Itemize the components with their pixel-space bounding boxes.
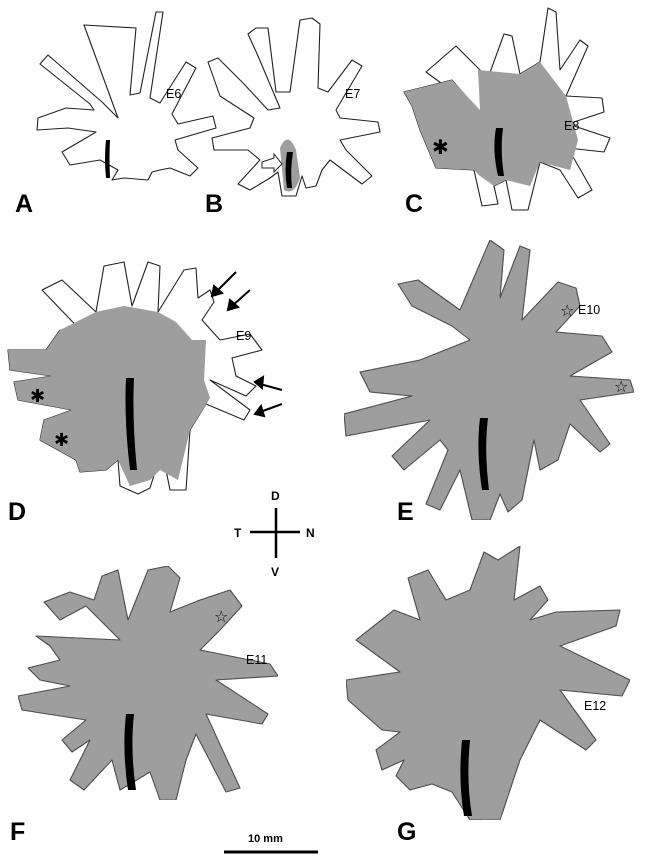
ventral-label: V <box>271 565 279 579</box>
scale-bar: 10 mm <box>224 833 318 852</box>
panel-letter-c: C <box>405 190 423 218</box>
asterisk-marker-c: ✱ <box>432 135 449 159</box>
shaded-region-c <box>404 62 578 186</box>
panel-g: E12 G <box>346 546 630 846</box>
retina-outline-a <box>37 12 216 180</box>
retina-outline-f <box>18 566 278 800</box>
star-marker-e1: ☆ <box>560 301 574 320</box>
stage-label-g: E12 <box>584 699 606 713</box>
stage-label-d: E9 <box>236 329 251 343</box>
star-marker-e2: ☆ <box>614 377 628 396</box>
stage-label-c: E8 <box>564 119 579 133</box>
panel-letter-a: A <box>15 190 33 218</box>
panel-letter-d: D <box>8 498 26 526</box>
stage-label-f: E11 <box>246 653 267 667</box>
orientation-compass: D V T N <box>234 489 315 579</box>
panel-letter-e: E <box>397 498 414 526</box>
asterisk-marker-d1: ✱ <box>30 386 45 407</box>
star-marker-f: ☆ <box>214 607 228 626</box>
panel-f: ☆ E11 F <box>10 566 278 846</box>
stage-label-e: E10 <box>578 303 600 317</box>
scale-bar-label: 10 mm <box>248 833 283 845</box>
stage-label-a: E6 <box>166 87 181 101</box>
stage-label-b: E7 <box>345 87 360 101</box>
panel-c: ✱ E8 C <box>404 8 610 218</box>
panel-b: E7 B <box>205 18 380 218</box>
panel-e: ☆ ☆ E10 E <box>344 240 634 526</box>
retina-outline-e <box>344 240 634 520</box>
panel-d: ✱ ✱ E9 D <box>8 262 282 526</box>
panel-letter-b: B <box>205 190 223 218</box>
asterisk-marker-d2: ✱ <box>54 430 69 451</box>
dorsal-label: D <box>271 489 280 503</box>
panel-letter-f: F <box>10 818 25 846</box>
temporal-label: T <box>234 526 242 540</box>
retina-outline-g <box>346 546 630 820</box>
nasal-label: N <box>306 526 315 540</box>
panel-letter-g: G <box>397 818 416 846</box>
optic-fissure-a <box>105 140 110 178</box>
panel-a: E6 A <box>15 12 216 218</box>
